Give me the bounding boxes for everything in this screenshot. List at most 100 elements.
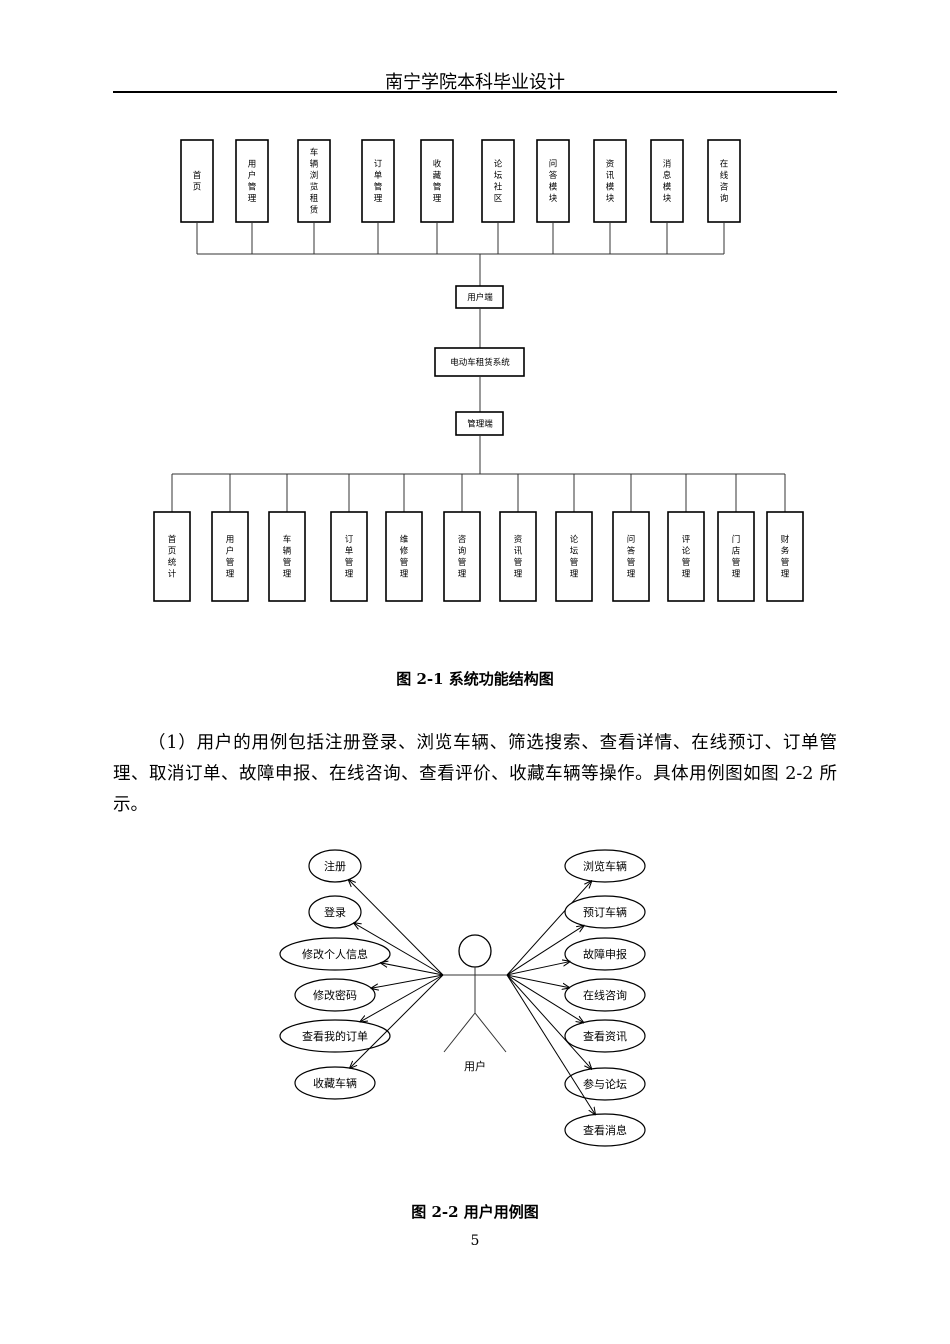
use-case-arrow (506, 926, 584, 976)
admin-module-box (667, 511, 705, 602)
use-case-arrow (506, 974, 569, 988)
figure-2-caption: 图 2-2 用户用例图 (411, 1203, 539, 1221)
use-case-label: 登录 (324, 905, 346, 919)
user-side-label: 用户端 (467, 292, 493, 303)
admin-side-label: 管理端 (467, 419, 493, 430)
use-case-label: 收藏车辆 (313, 1076, 357, 1090)
user-module-label: 问答模块 (549, 160, 558, 205)
admin-module-box (766, 511, 804, 602)
use-case-arrow (506, 974, 591, 1069)
admin-module-label: 咨询管理 (458, 534, 467, 580)
user-module-label: 在线咨询 (720, 159, 729, 205)
use-case-ellipse (279, 937, 391, 971)
admin-module-box (268, 511, 306, 602)
user-module-label: 收藏管理 (433, 159, 442, 205)
user-module-box (361, 139, 395, 223)
use-case-label: 查看资讯 (583, 1029, 627, 1043)
user-module-label: 用户管理 (248, 160, 257, 205)
admin-module-label: 维修管理 (400, 534, 409, 580)
admin-module-box (211, 511, 249, 602)
admin-module-box (153, 511, 191, 602)
admin-module-box (443, 511, 481, 602)
admin-module-box (612, 511, 650, 602)
use-case-ellipse (564, 895, 646, 929)
use-case-label: 修改密码 (313, 988, 357, 1002)
admin-module-label: 车辆管理 (283, 534, 292, 580)
admin-module-label: 订单管理 (345, 534, 354, 580)
use-case-arrow (381, 963, 444, 976)
use-case-label: 故障申报 (583, 947, 627, 961)
use-case-label: 查看我的订单 (302, 1029, 368, 1043)
user-module-box (180, 139, 214, 223)
use-case-label: 注册 (324, 859, 346, 873)
header-rule (113, 91, 837, 93)
use-case-ellipse (308, 849, 362, 883)
figure-1-caption: 图 2-1 系统功能结构图 (396, 670, 554, 688)
user-module-box (593, 139, 627, 223)
use-case-ellipse (279, 1019, 391, 1053)
admin-module-label: 论坛管理 (570, 534, 579, 580)
user-module-box (235, 139, 269, 223)
use-case-label: 预订车辆 (583, 905, 627, 919)
admin-module-label: 资讯管理 (514, 534, 523, 580)
body-paragraph: （1）用户的用例包括注册登录、浏览车辆、筛选搜索、查看详情、在线预订、订单管理、… (113, 733, 837, 815)
use-case-arrow (506, 974, 595, 1114)
use-case-ellipse (308, 895, 362, 929)
use-case-ellipse (564, 1067, 646, 1101)
actor-right-leg (474, 1012, 507, 1053)
user-module-label: 订单管理 (374, 159, 383, 205)
user-module-box (420, 139, 454, 223)
use-case-label: 在线咨询 (583, 988, 627, 1002)
use-case-label: 浏览车辆 (583, 859, 627, 873)
use-case-ellipse (294, 978, 376, 1012)
admin-module-label: 门店管理 (732, 534, 741, 580)
use-case-arrow (349, 880, 444, 976)
use-case-arrow (506, 974, 583, 1023)
admin-module-label: 评论管理 (682, 535, 691, 580)
user-module-box (297, 139, 331, 223)
actor-head (458, 934, 492, 968)
system-label: 电动车租赁系统 (450, 357, 510, 368)
system-structure-diagram: 首页用户管理车辆浏览租赁订单管理收藏管理论坛社区问答模块资讯模块消息模块在线咨询… (153, 139, 804, 602)
admin-module-box (717, 511, 755, 602)
use-case-arrow (506, 962, 570, 976)
user-module-label: 论坛社区 (494, 159, 503, 205)
admin-module-box (499, 511, 537, 602)
user-module-label: 首页 (193, 170, 202, 193)
admin-module-label: 问答管理 (627, 535, 636, 580)
user-module-box (650, 139, 684, 223)
admin-module-label: 财务管理 (781, 534, 790, 580)
user-module-label: 资讯模块 (606, 159, 615, 205)
use-case-ellipse (564, 1019, 646, 1053)
use-case-ellipse (564, 937, 646, 971)
admin-module-label: 用户管理 (226, 535, 235, 580)
use-case-arrow (354, 923, 444, 976)
user-module-box (536, 139, 570, 223)
page-header: 南宁学院本科毕业设计 (385, 72, 565, 93)
admin-module-label: 首页统计 (168, 534, 177, 580)
use-case-label: 修改个人信息 (302, 947, 368, 961)
user-module-label: 车辆浏览租赁 (310, 147, 319, 216)
use-case-arrow (350, 974, 444, 1068)
user-module-box (707, 139, 741, 223)
use-case-label: 查看消息 (583, 1123, 627, 1137)
actor-label: 用户 (464, 1059, 486, 1073)
user-module-label: 消息模块 (663, 159, 672, 205)
admin-module-box (385, 511, 423, 602)
use-case-label: 参与论坛 (583, 1077, 627, 1091)
use-case-arrow (506, 881, 591, 976)
actor-left-leg (443, 1012, 476, 1053)
use-case-ellipse (564, 978, 646, 1012)
page-number: 5 (470, 1233, 480, 1249)
user-module-box (481, 139, 515, 223)
use-case-arrow (371, 974, 444, 988)
admin-module-box (555, 511, 593, 602)
use-case-ellipse (564, 849, 646, 883)
admin-module-box (330, 511, 368, 602)
use-case-arrow (360, 974, 444, 1022)
system-box (434, 347, 525, 377)
structure-diagram-group: 首页用户管理车辆浏览租赁订单管理收藏管理论坛社区问答模块资讯模块消息模块在线咨询… (153, 139, 804, 602)
use-case-ellipse (294, 1066, 376, 1100)
